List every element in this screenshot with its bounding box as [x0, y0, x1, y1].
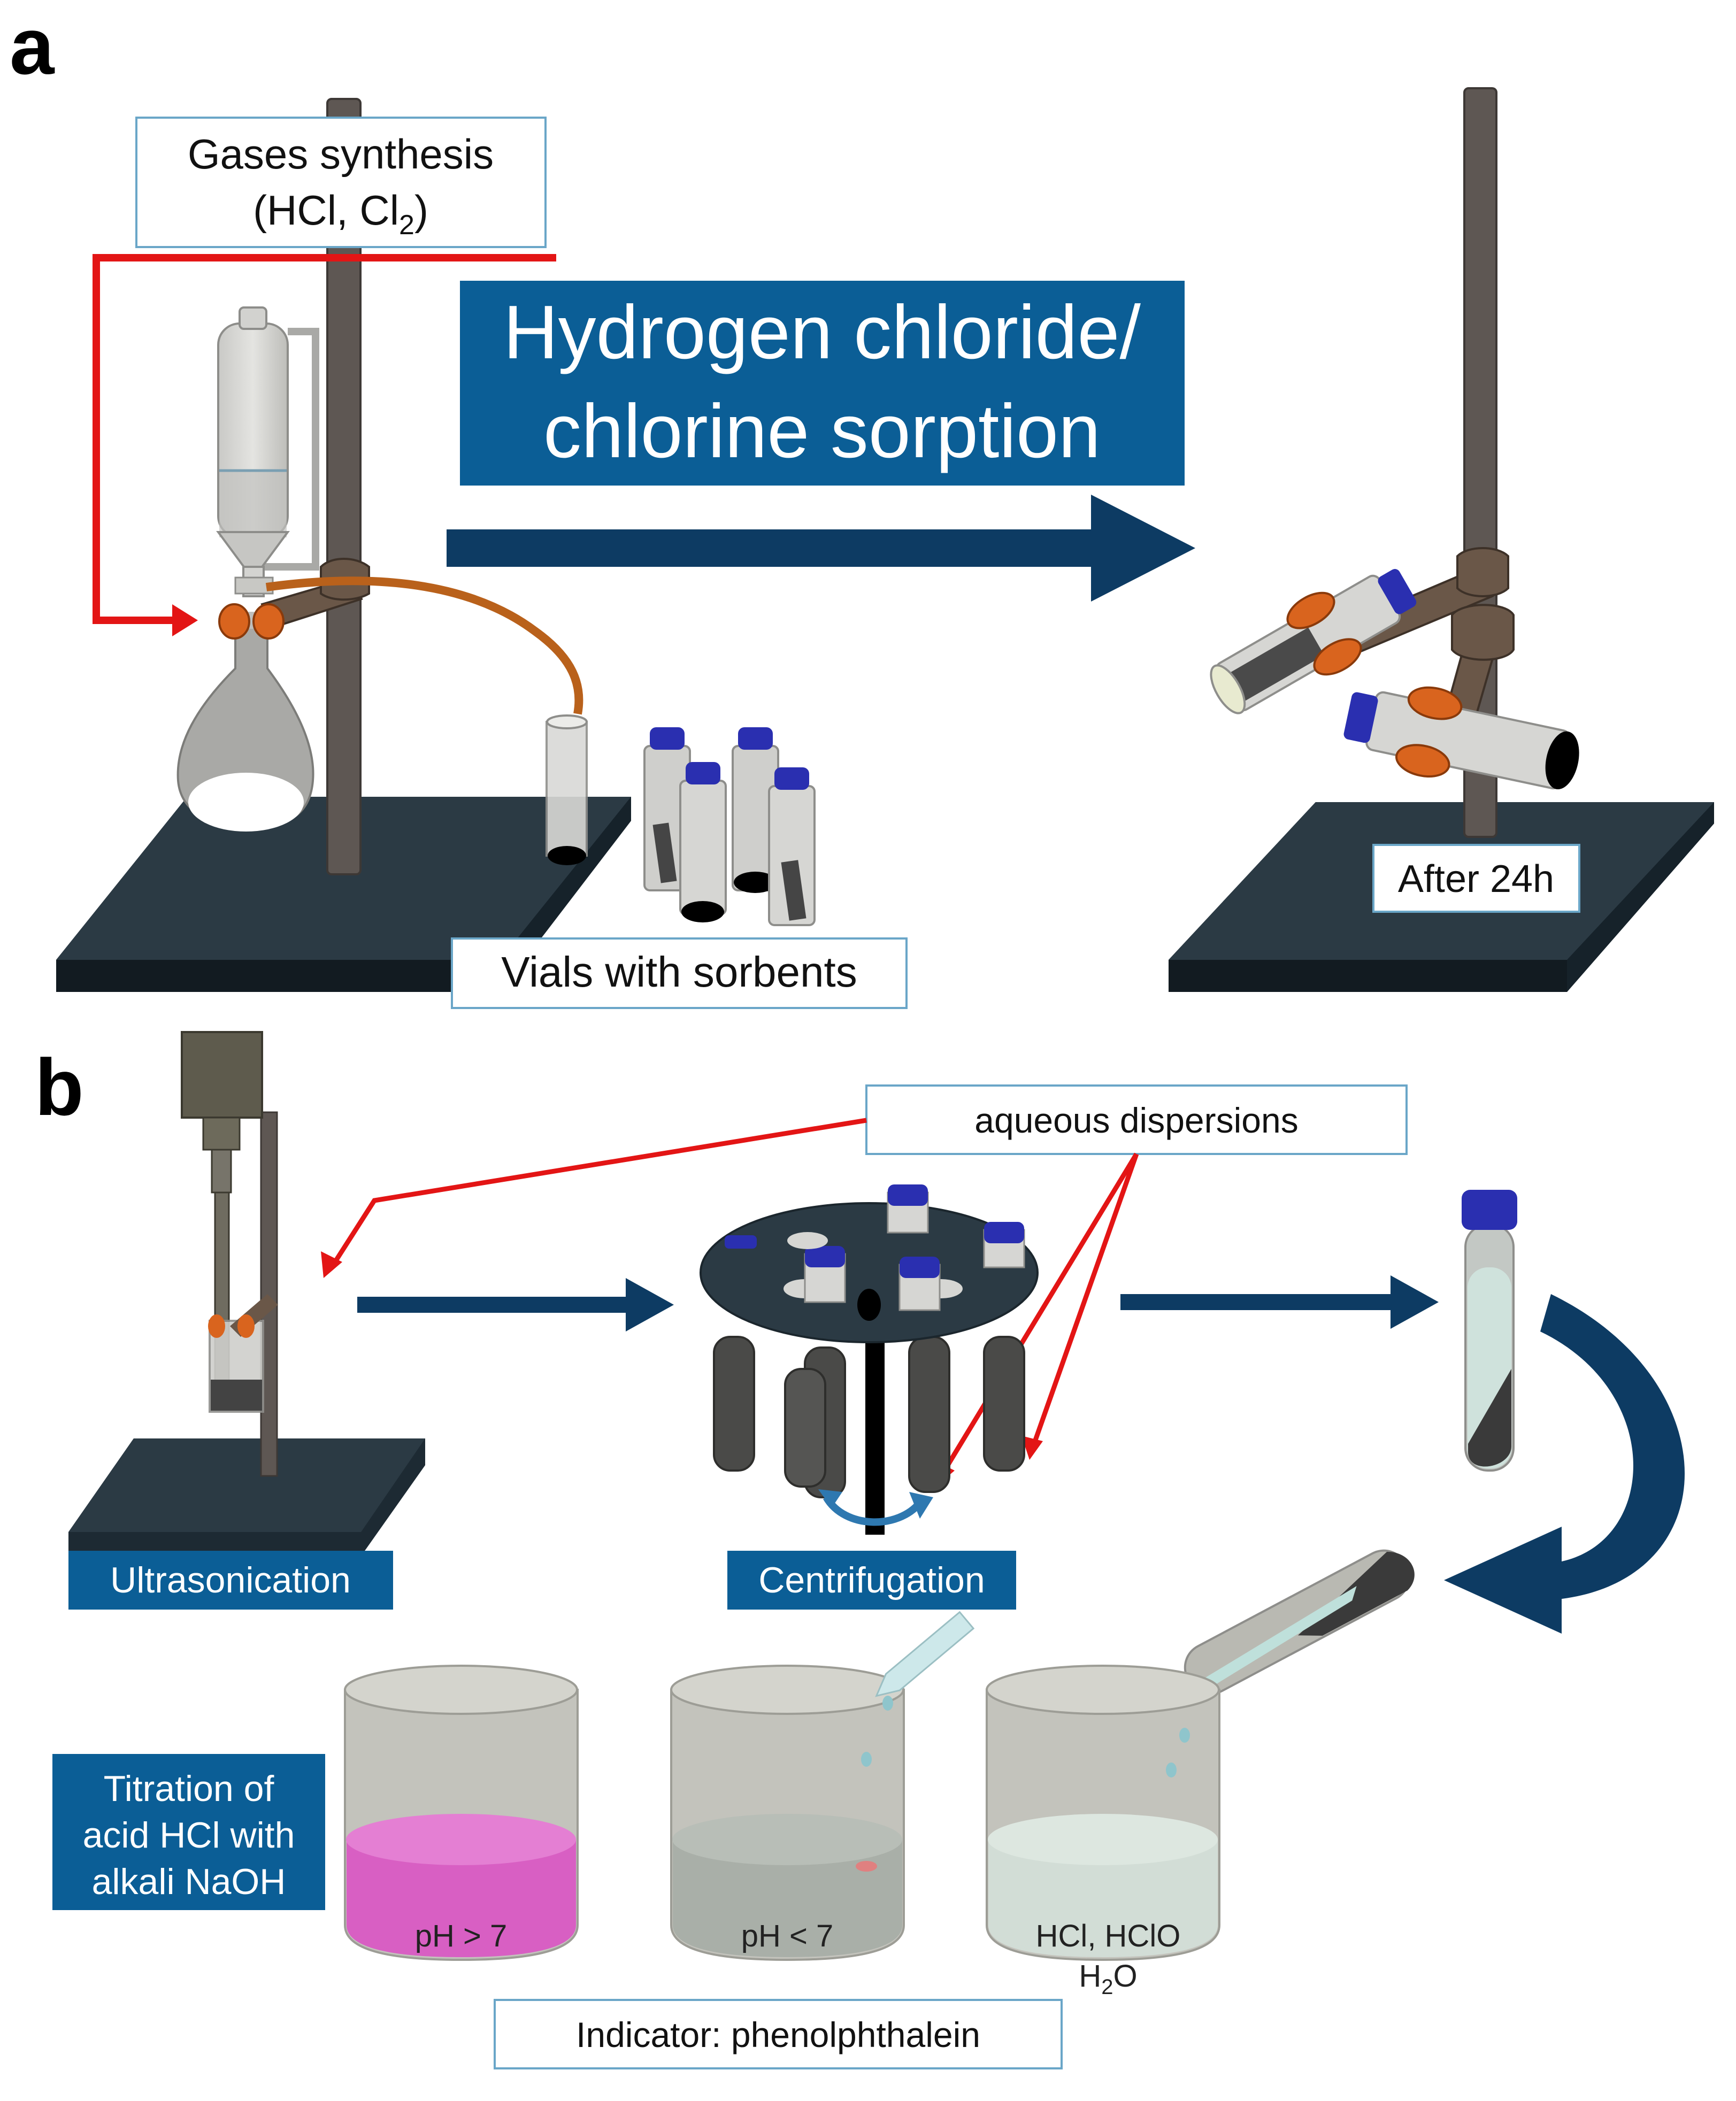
beaker-ph-low-label: pH < 7	[741, 1919, 834, 1953]
gas-synthesis-line1: Gases synthesis	[188, 130, 494, 178]
beaker-acid-line1: HCl, HClO	[1036, 1919, 1181, 1953]
gas-feed-line	[93, 254, 556, 624]
step-arrow-2	[1120, 1275, 1439, 1329]
sorption-title-box	[460, 281, 1185, 486]
centrifuged-tube	[1462, 1190, 1517, 1472]
pointer-arrowhead-1	[321, 1251, 342, 1278]
gas-tube	[265, 576, 583, 715]
pour-curved-arrow	[1444, 1294, 1685, 1634]
lower-rod-collar	[1451, 604, 1515, 661]
centrifugation-label-box	[727, 1551, 1016, 1610]
pouring-tube	[1184, 1549, 1415, 1695]
beaker-acid	[986, 1665, 1220, 1961]
receiving-vial	[546, 714, 588, 865]
step-arrow-1	[357, 1278, 674, 1332]
titration-label-box	[52, 1754, 325, 1910]
vials-label: Vials with sorbents	[501, 948, 857, 996]
beaker-gray	[670, 1665, 905, 1961]
beaker-ph-high-label: pH > 7	[415, 1919, 508, 1953]
titration-line2: acid HCl with	[83, 1815, 295, 1856]
lower-tilted-vial	[1343, 686, 1579, 790]
centrifugation-label: Centrifugation	[758, 1560, 985, 1600]
ultrasonication-label: Ultrasonication	[110, 1560, 351, 1600]
panel-b-letter: b	[35, 1042, 84, 1132]
sorption-arrow	[447, 495, 1195, 602]
sorption-title-line1: Hydrogen chloride/	[503, 290, 1141, 375]
pipette-drop-2	[861, 1752, 872, 1767]
dropping-funnel	[216, 306, 319, 597]
indicator-label-box	[494, 1999, 1063, 2069]
flask-clamp-left	[218, 603, 250, 640]
beaker-pink	[344, 1665, 579, 1961]
aqueous-pointers	[329, 1118, 1139, 1477]
gas-feed-arrowhead	[172, 604, 198, 636]
stand-rod-left	[326, 98, 362, 875]
beaker-acid-line2: H2O	[1079, 1959, 1137, 1999]
gas-synthesis-box	[135, 117, 547, 248]
gas-synthesis-line2: (HCl, Cl2)	[253, 187, 428, 241]
panel-a-letter: a	[10, 1, 55, 91]
after-label-box	[1372, 844, 1580, 913]
pipette-drop-1	[882, 1696, 893, 1711]
sorbent-vials	[643, 727, 816, 926]
titration-line1: Titration of	[104, 1768, 274, 1809]
titration-line3: alkali NaOH	[92, 1861, 286, 1902]
after-label: After 24h	[1398, 858, 1554, 901]
pipette	[875, 1611, 975, 1697]
ultrasonication-label-box	[68, 1551, 393, 1610]
aqueous-label: aqueous dispersions	[974, 1100, 1298, 1140]
aqueous-label-box	[865, 1084, 1408, 1155]
ultrasonicator	[68, 1031, 425, 1556]
flask-clamp-right	[252, 603, 285, 640]
round-flask	[176, 612, 314, 832]
indicator-label: Indicator: phenolphthalein	[576, 2015, 980, 2054]
acid-drop-1	[1179, 1728, 1190, 1743]
vials-label-box	[451, 937, 908, 1009]
acid-drop-2	[1166, 1763, 1177, 1777]
upper-tilted-vial	[1210, 569, 1417, 714]
sorption-title-line2: chlorine sorption	[543, 389, 1101, 474]
stand-base-left	[56, 797, 631, 992]
upper-rod-collar	[1456, 547, 1509, 597]
pointer-arrowhead-3	[1021, 1436, 1043, 1460]
centrifuge	[700, 1184, 1039, 1535]
